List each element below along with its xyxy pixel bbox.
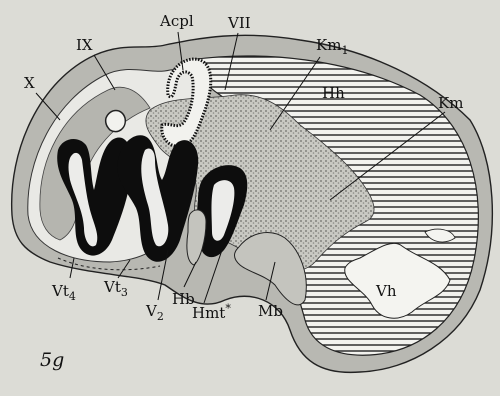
label-ix: IX bbox=[76, 36, 93, 54]
label-v2: V2 bbox=[145, 302, 164, 323]
label-vt4: Vt4 bbox=[51, 282, 76, 303]
label-hh: Hh bbox=[322, 84, 345, 102]
label-km: Km bbox=[438, 94, 463, 112]
label-hmt: Hmt* bbox=[192, 302, 231, 322]
label-acpl: Acpl bbox=[159, 12, 194, 30]
label-x: X bbox=[24, 74, 35, 92]
label-vii: VII bbox=[227, 14, 251, 32]
label-vh: Vh bbox=[375, 282, 397, 300]
small-body-ix bbox=[106, 111, 126, 132]
figure-number: 5g bbox=[40, 349, 64, 371]
label-km1: Km1 bbox=[316, 36, 348, 57]
label-mb: Mb bbox=[258, 302, 283, 320]
label-vt3: Vt3 bbox=[103, 278, 128, 299]
